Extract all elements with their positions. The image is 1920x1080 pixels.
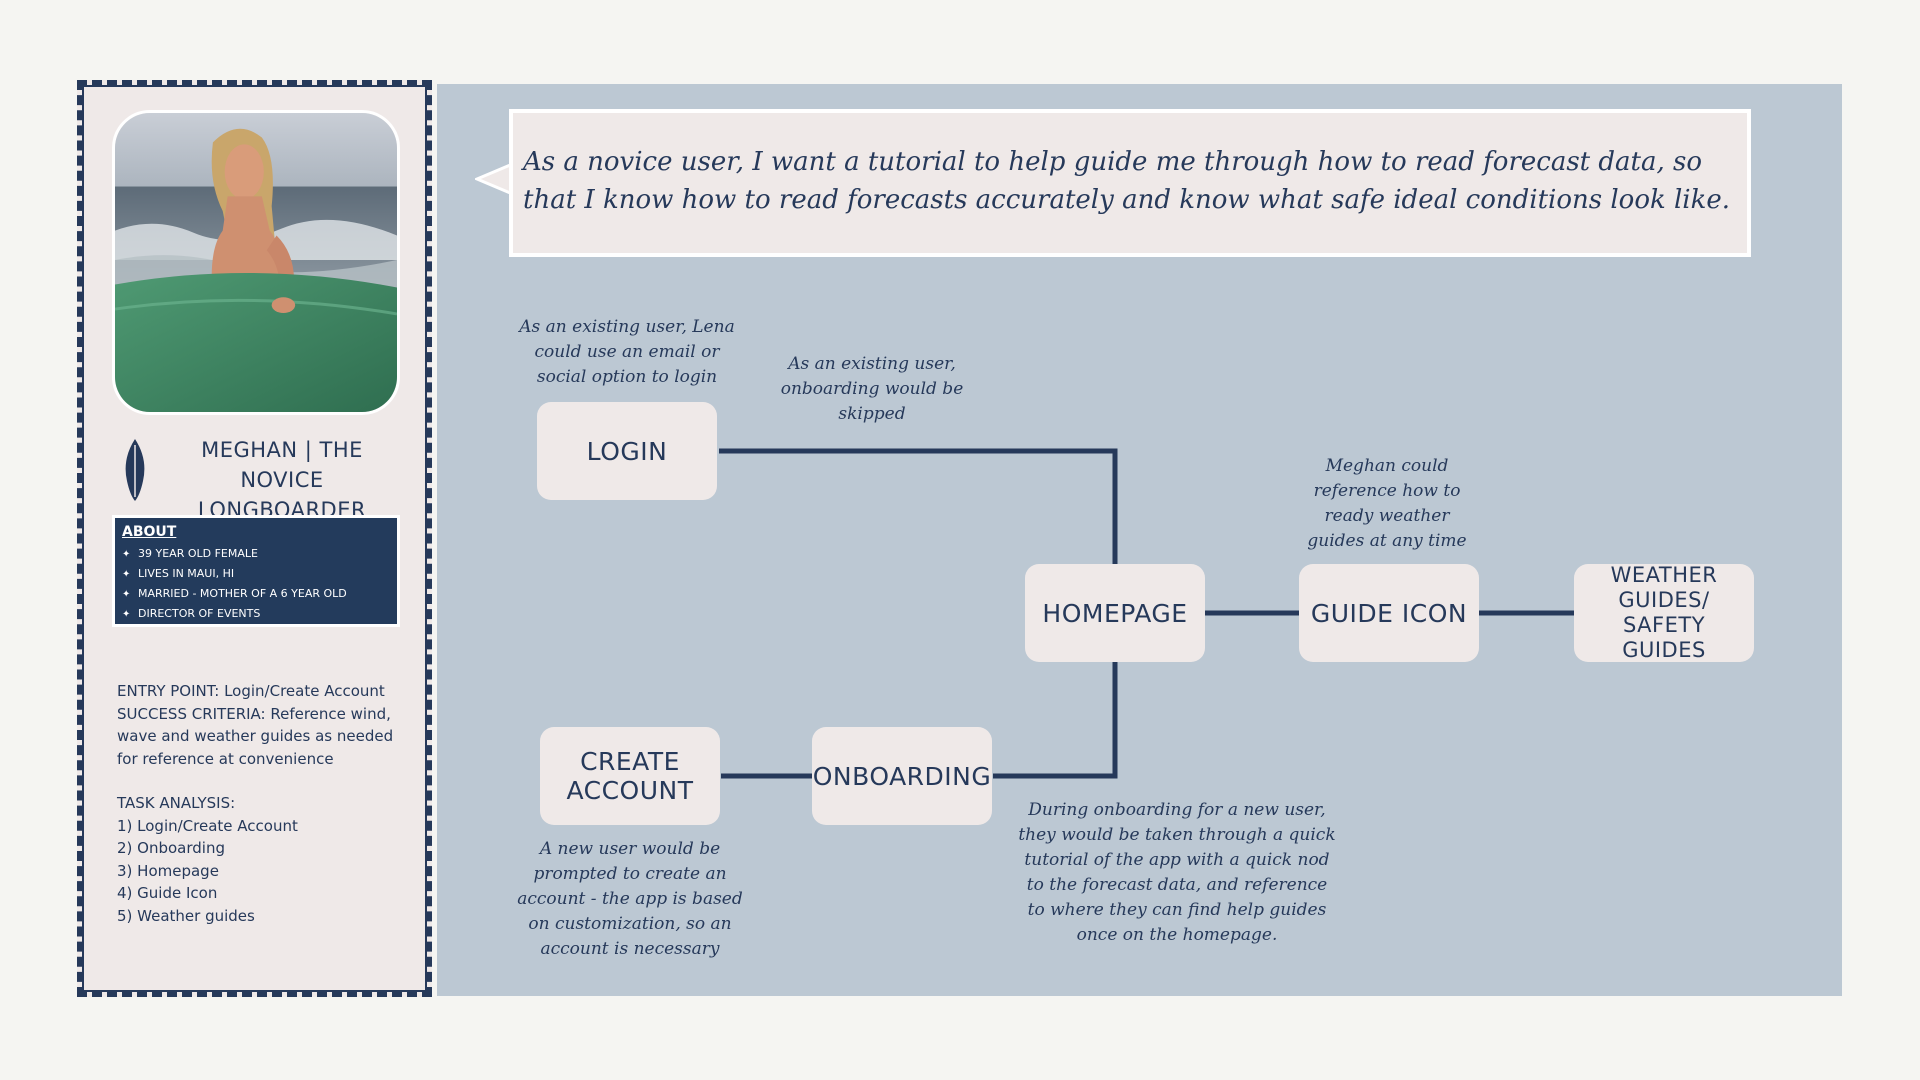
surfboard-icon xyxy=(125,439,145,501)
about-box: ABOUT ✦39 YEAR OLD FEMALE ✦LIVES IN MAUI… xyxy=(112,515,400,627)
note-create-account: A new user would be prompted to create a… xyxy=(517,839,743,959)
sparkle-icon: ✦ xyxy=(122,549,131,560)
about-item: ✦DIRECTOR OF EVENTS xyxy=(122,604,390,624)
node-guide-icon[interactable]: GUIDE ICON xyxy=(1299,564,1479,662)
task-item: 2) Onboarding xyxy=(117,839,225,857)
note-onboarding: During onboarding for a new user, they w… xyxy=(1018,800,1336,945)
task-analysis: ENTRY POINT: Login/Create Account SUCCES… xyxy=(117,680,407,927)
node-login[interactable]: LOGIN xyxy=(537,402,717,500)
user-story-bubble: As a novice user, I want a tutorial to h… xyxy=(509,109,1751,257)
connector-login-homepage xyxy=(719,448,1118,564)
task-item: 3) Homepage xyxy=(117,861,219,880)
task-item: 5) Weather guides xyxy=(117,906,255,925)
note-skip-onboarding: As an existing user, onboarding would be… xyxy=(780,354,964,424)
task-analysis-title: TASK ANALYSIS: xyxy=(117,794,236,812)
connector-onboarding-homepage xyxy=(993,662,1118,779)
sparkle-icon: ✦ xyxy=(122,569,131,580)
persona-photo xyxy=(112,110,400,415)
flow-connectors xyxy=(719,448,1574,779)
user-flow-diagram: As a novice user, I want a tutorial to h… xyxy=(437,84,1842,996)
entry-point: ENTRY POINT: Login/Create Account xyxy=(117,682,385,700)
persona-panel: MEGHAN | THE NOVICE LONGBOARDER ABOUT ✦3… xyxy=(77,80,432,997)
persona-name: MEGHAN | THE NOVICE LONGBOARDER xyxy=(197,438,367,522)
sparkle-icon: ✦ xyxy=(122,609,131,620)
node-homepage[interactable]: HOMEPAGE xyxy=(1025,564,1205,662)
surfer-photo-illustration xyxy=(115,113,397,412)
node-create-account[interactable]: CREATE ACCOUNT xyxy=(540,727,720,825)
about-item: ✦LIVES IN MAUI, HI xyxy=(122,564,390,584)
note-guide-icon: Meghan could reference how to ready weat… xyxy=(1307,456,1467,551)
task-item: 4) Guide Icon xyxy=(117,884,218,902)
task-item: 1) Login/Create Account xyxy=(117,816,298,835)
success-criteria: SUCCESS CRITERIA: Reference wind, wave a… xyxy=(117,704,394,768)
persona-name-row: MEGHAN | THE NOVICE LONGBOARDER xyxy=(122,435,412,522)
node-weather-guides[interactable]: WEATHER GUIDES/ SAFETY GUIDES xyxy=(1574,563,1754,662)
about-item: ✦39 YEAR OLD FEMALE xyxy=(122,544,390,564)
about-list: ✦39 YEAR OLD FEMALE ✦LIVES IN MAUI, HI ✦… xyxy=(122,544,390,624)
sparkle-icon: ✦ xyxy=(122,589,131,600)
node-onboarding[interactable]: ONBOARDING xyxy=(812,727,992,825)
note-login: As an existing user, Lena could use an e… xyxy=(519,317,735,387)
about-title: ABOUT xyxy=(122,524,177,540)
about-item: ✦MARRIED - MOTHER OF A 6 YEAR OLD xyxy=(122,584,390,604)
